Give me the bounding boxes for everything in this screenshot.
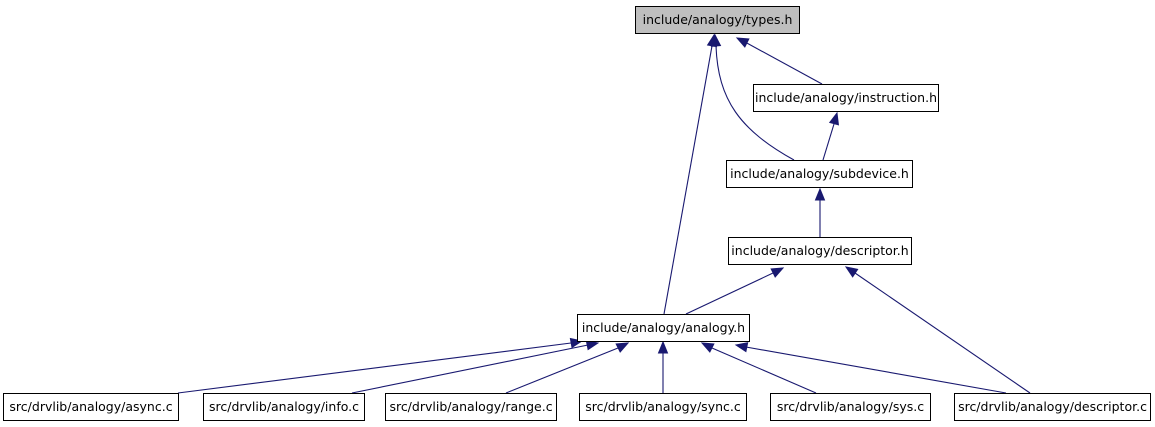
edge-subdevice-h-to-instruction-h: [822, 111, 840, 161]
arrowhead: [734, 342, 749, 353]
edge-line: [505, 347, 619, 394]
node-descriptor-h[interactable]: include/analogy/descriptor.h: [728, 237, 912, 265]
edge-line: [711, 347, 817, 394]
edge-descriptor-h-to-subdevice-h: [814, 187, 826, 237]
edge-line: [854, 272, 1031, 394]
arrowhead: [844, 266, 859, 278]
node-instruction-h[interactable]: include/analogy/instruction.h: [753, 84, 939, 112]
edge-descriptor-c-to-analogy-h: [734, 342, 1007, 394]
edge-range-c-to-analogy-h: [505, 342, 630, 394]
arrowhead: [585, 340, 600, 351]
edge-info-c-to-analogy-h: [351, 340, 600, 394]
node-info-c[interactable]: src/drvlib/analogy/info.c: [203, 393, 365, 421]
edge-line: [744, 41, 823, 85]
edge-line: [177, 342, 572, 394]
node-sync-c[interactable]: src/drvlib/analogy/sync.c: [579, 393, 747, 421]
arrowhead: [770, 267, 785, 278]
edge-sync-c-to-analogy-h: [657, 340, 669, 393]
edge-line: [745, 346, 1007, 394]
arrowhead: [814, 187, 826, 201]
node-async-c[interactable]: src/drvlib/analogy/async.c: [3, 393, 179, 421]
edge-analogy-h-to-descriptor-h: [685, 267, 785, 315]
edge-descriptor-c-to-descriptor-h: [844, 266, 1031, 394]
edge-instruction-h-to-types-h: [735, 37, 823, 85]
node-subdevice-h[interactable]: include/analogy/subdevice.h: [726, 160, 913, 188]
arrowhead: [735, 37, 750, 48]
node-sys-c[interactable]: src/drvlib/analogy/sys.c: [770, 393, 931, 421]
node-analogy-h[interactable]: include/analogy/analogy.h: [577, 314, 750, 342]
edge-line: [715, 45, 795, 161]
edge-line: [663, 45, 713, 315]
arrowhead: [700, 342, 715, 353]
edge-line: [685, 272, 774, 315]
edge-analogy-h-to-types-h: [663, 33, 718, 315]
arrowhead: [615, 342, 630, 353]
arrowhead: [657, 340, 669, 354]
edge-line: [351, 344, 589, 394]
arrowhead: [706, 33, 718, 48]
edge-line: [822, 123, 835, 161]
edge-sys-c-to-analogy-h: [700, 342, 817, 394]
edge-async-c-to-analogy-h: [177, 337, 584, 394]
node-types-h: include/analogy/types.h: [635, 6, 800, 34]
arrowhead: [828, 111, 840, 126]
node-range-c[interactable]: src/drvlib/analogy/range.c: [385, 393, 557, 421]
node-descriptor-c[interactable]: src/drvlib/analogy/descriptor.c: [954, 393, 1151, 421]
